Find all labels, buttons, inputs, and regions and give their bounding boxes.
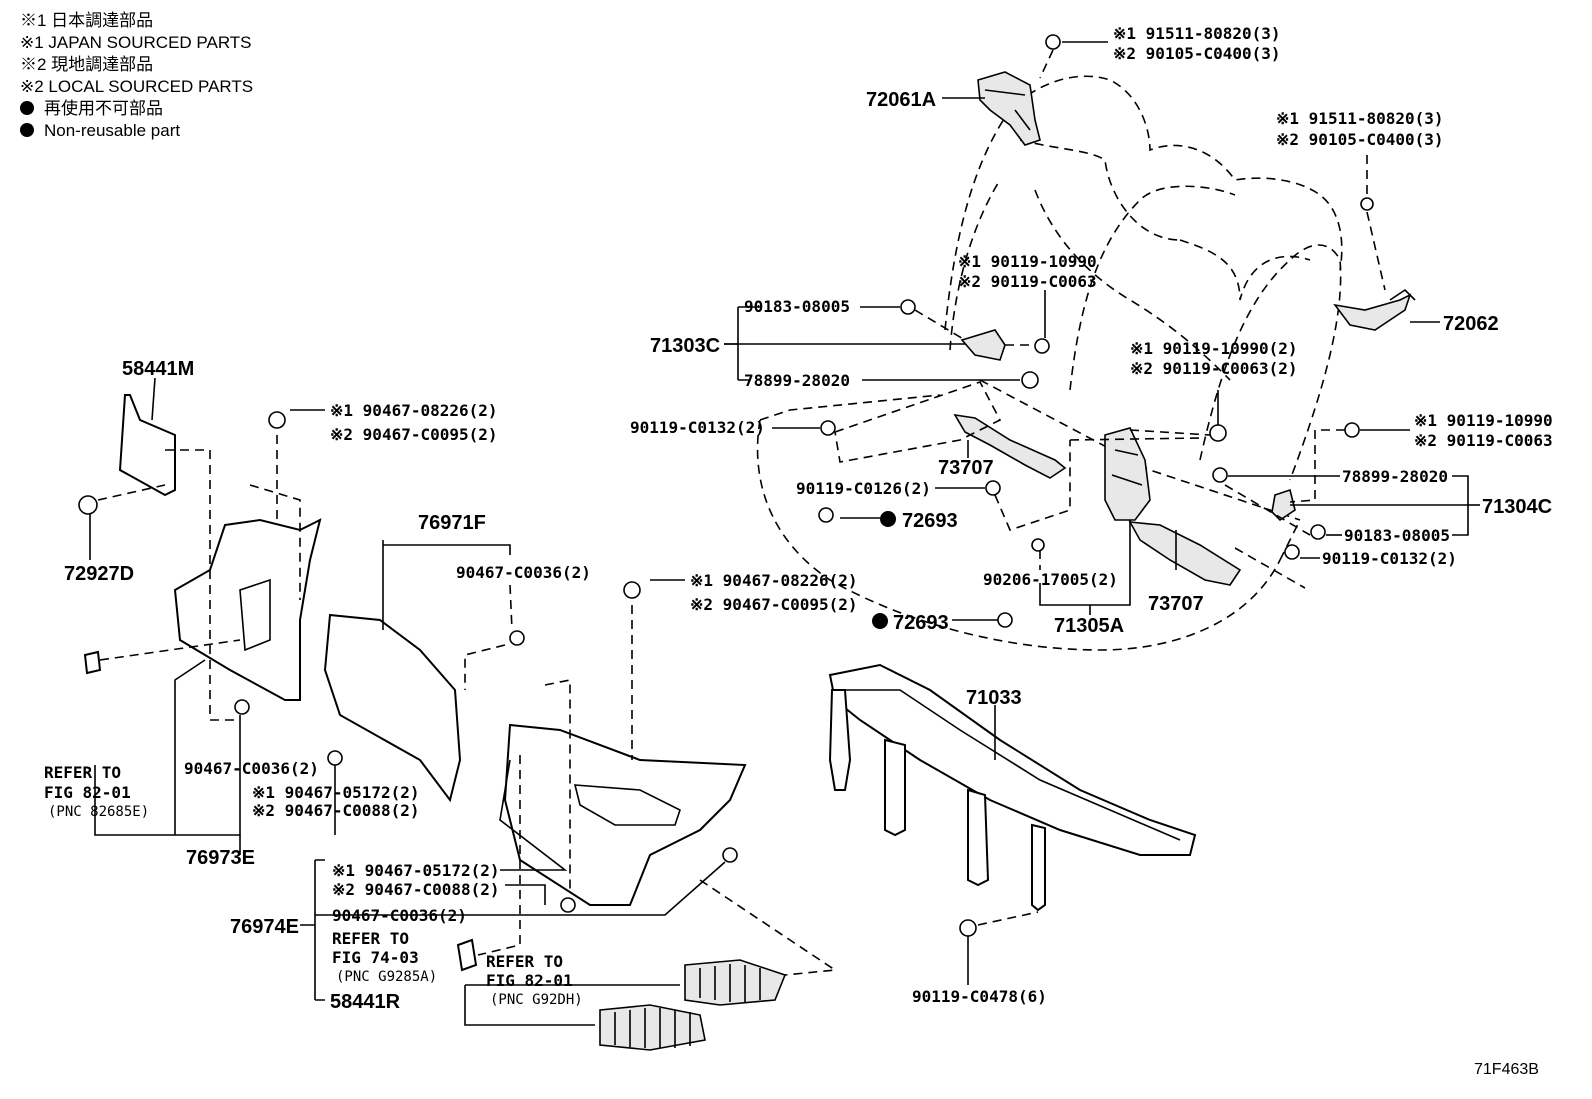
callout-71303C: 71303C [650, 335, 720, 357]
nonreusable-dot-icon [872, 613, 888, 629]
callout-72062: 72062 [1443, 313, 1499, 335]
cover-76973E [173, 518, 322, 701]
bracket-71305A [1104, 427, 1151, 521]
callout-90119-c0478: 90119-C0478(6) [912, 987, 1047, 1006]
callout-76974E: 76974E [230, 916, 299, 938]
hinge-72062 [1333, 288, 1416, 331]
callout-90119-10990-c-note2: ※2 90119-C0063 [1414, 431, 1553, 450]
callout-90119-10990-c-note1: ※1 90119-10990 [1414, 411, 1553, 430]
pad-58441M [118, 394, 176, 497]
refer-82-01-line2[interactable]: FIG 82-01 [44, 783, 131, 802]
callout-90467-05172-a-note2: ※2 90467-C0088(2) [252, 801, 420, 820]
tag-ref-74-03 [456, 938, 478, 972]
cover-73707-right [1128, 521, 1242, 586]
refer-82-01-line1[interactable]: REFER TO [44, 763, 121, 782]
callout-90467-08226-b-note1: ※1 90467-08226(2) [690, 571, 858, 590]
hinge-72061A [977, 71, 1041, 146]
callout-72061A-note2: ※2 90105-C0400(3) [1113, 44, 1281, 63]
callout-90467-08226-b-note2: ※2 90467-C0095(2) [690, 595, 858, 614]
tag-ref-82-01 [83, 650, 102, 675]
nonreusable-dot-icon [880, 511, 896, 527]
refer-g92dh-line1[interactable]: REFER TO [486, 952, 563, 971]
callout-90119-c0132-b: 90119-C0132(2) [1322, 549, 1457, 568]
callout-73707-b: 73707 [1148, 593, 1204, 615]
callout-71033: 71033 [966, 687, 1022, 709]
fasteners [78, 34, 1374, 937]
cover-76974E [503, 723, 747, 906]
grille-58441R-lower [599, 1004, 706, 1051]
callout-90183-b: 90183-08005 [1344, 526, 1450, 545]
leader-lines [89, 41, 1480, 1026]
bracket-71303C [960, 329, 1006, 361]
callout-72927D: 72927D [64, 563, 134, 585]
cover-76971F [323, 613, 462, 803]
callout-90119-10990-b-note1: ※1 90119-10990(2) [1130, 339, 1298, 358]
callout-90467-05172-a-note1: ※1 90467-05172(2) [252, 783, 420, 802]
callout-58441R: 58441R [330, 991, 401, 1013]
callout-90119-10990-a-note2: ※2 90119-C0063 [958, 272, 1097, 291]
callout-72693-b: 72693 [893, 612, 949, 634]
nonreusable-dot-icon [20, 123, 34, 137]
callout-78899-a: 78899-28020 [744, 371, 850, 390]
callout-72061A-note1: ※1 91511-80820(3) [1113, 24, 1281, 43]
callout-72062-note2: ※2 90105-C0400(3) [1276, 130, 1444, 149]
refer-82-01-line3[interactable]: (PNC 82685E) [48, 804, 149, 820]
figure-id: 71F463B [1474, 1061, 1539, 1078]
callout-71304C: 71304C [1482, 496, 1552, 518]
cover-73707-left [953, 413, 1067, 479]
callout-90206: 90206-17005(2) [983, 570, 1118, 589]
callout-90119-10990-a-note1: ※1 90119-10990 [958, 252, 1097, 271]
callout-72061A: 72061A [866, 89, 936, 111]
callout-90467-c0036-a: 90467-C0036(2) [456, 563, 591, 582]
refer-74-03-line2[interactable]: FIG 74-03 [332, 948, 419, 967]
callout-90183-a: 90183-08005 [744, 297, 850, 316]
callout-72062-note1: ※1 91511-80820(3) [1276, 109, 1444, 128]
legend-note2-en: ※2 LOCAL SOURCED PARTS [20, 77, 254, 96]
bracket-71304C [1271, 488, 1296, 522]
callout-58441M: 58441M [122, 358, 194, 380]
refer-74-03-line3[interactable]: (PNC G9285A) [336, 969, 437, 985]
grille-58441R-upper [684, 959, 787, 1006]
callout-90119-c0126: 90119-C0126(2) [796, 479, 931, 498]
legend-note1-en: ※1 JAPAN SOURCED PARTS [20, 33, 252, 52]
nonreusable-dot-icon [20, 101, 34, 115]
legend-nonreusable-jp: 再使用不可部品 [20, 98, 253, 120]
legend-nonreusable-en: Non-reusable part [20, 120, 253, 142]
frame-71033 [828, 663, 1197, 912]
callout-90467-05172-b-note1: ※1 90467-05172(2) [332, 861, 500, 880]
callout-72693-a: 72693 [902, 510, 958, 532]
callout-90119-c0132-a: 90119-C0132(2) [630, 418, 765, 437]
callout-labels: ※1 91511-80820(3) ※2 90105-C0400(3) 7206… [44, 24, 1553, 1078]
callout-90119-10990-b-note2: ※2 90119-C0063(2) [1130, 359, 1298, 378]
legend-note2-jp: ※2 現地調達部品 [20, 55, 154, 74]
callout-90467-05172-b-note2: ※2 90467-C0088(2) [332, 880, 500, 899]
callout-71305A: 71305A [1054, 615, 1124, 637]
callout-90467-c0036-b: 90467-C0036(2) [184, 759, 319, 778]
callout-76971F: 76971F [418, 512, 486, 534]
refer-g92dh-line2[interactable]: FIG 82-01 [486, 971, 573, 990]
callout-76973E: 76973E [186, 847, 255, 869]
callout-73707-a: 73707 [938, 457, 994, 479]
legend-note1-jp: ※1 日本調達部品 [20, 11, 154, 30]
callout-90467-08226-a-note1: ※1 90467-08226(2) [330, 401, 498, 420]
callout-90467-c0036-c: 90467-C0036(2) [332, 906, 467, 925]
refer-74-03-line1[interactable]: REFER TO [332, 929, 409, 948]
legend: ※1 日本調達部品 ※1 JAPAN SOURCED PARTS ※2 現地調達… [20, 10, 253, 142]
callout-90467-08226-a-note2: ※2 90467-C0095(2) [330, 425, 498, 444]
seatback-outline [756, 75, 1343, 651]
refer-g92dh-line3[interactable]: (PNC G92DH) [490, 992, 583, 1008]
callout-78899-b: 78899-28020 [1342, 467, 1448, 486]
